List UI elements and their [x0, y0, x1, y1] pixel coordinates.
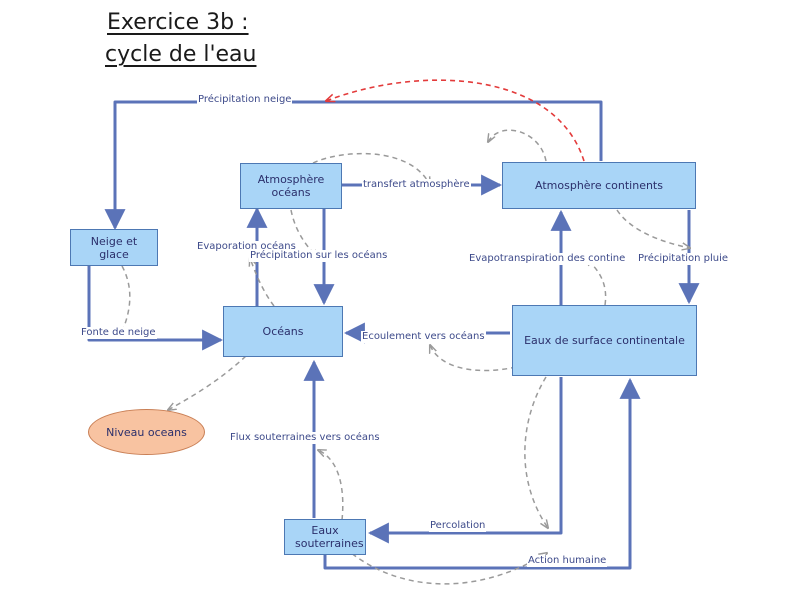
node-label: Neige et glace [90, 234, 138, 261]
edge-action-humaine [323, 377, 641, 570]
label-action-humaine: Action humaine [527, 555, 608, 567]
dashed-influence-4 [488, 129, 547, 162]
dashed-red-arrow [326, 79, 585, 162]
node-eaux-souterraines[interactable]: Eaux souterraines [284, 519, 366, 555]
title-line-1: Exercice 3b : [107, 10, 249, 35]
edge-fonte-neige [87, 266, 224, 351]
edge-percolation [367, 377, 563, 544]
node-label: Eaux de surface continentale [524, 334, 685, 347]
dashed-influence-9 [168, 355, 247, 410]
node-oceans[interactable]: Océans [223, 306, 343, 357]
node-atmosphere-oceans[interactable]: Atmosphère océans [240, 163, 342, 209]
node-eaux-surface[interactable]: Eaux de surface continentale [512, 305, 697, 376]
node-label: Océans [262, 325, 304, 338]
dashed-influence-6 [585, 258, 607, 306]
dashed-influence-7 [430, 345, 517, 372]
label-precipitation-oceans: Précipitation sur les océans [249, 250, 389, 262]
label-transfert-atmosphere: transfert atmosphère [362, 179, 471, 191]
dashed-influence-12 [344, 547, 547, 585]
node-neige-glace[interactable]: Neige et glace [70, 229, 158, 266]
dashed-influence-10 [318, 450, 344, 521]
dashed-influence-1 [312, 152, 430, 185]
node-atmosphere-continents[interactable]: Atmosphère continents [502, 162, 696, 209]
label-ecoulement-oceans: Ecoulement vers océans [361, 331, 486, 343]
dashed-influence-5 [616, 209, 690, 248]
label-evapotranspiration: Evapotranspiration des contine [468, 253, 627, 265]
node-label: Niveau oceans [106, 425, 187, 439]
dashed-influence-11 [524, 376, 548, 528]
label-percolation: Percolation [429, 520, 487, 532]
node-niveau-oceans[interactable]: Niveau oceans [88, 409, 205, 455]
title-line-2: cycle de l'eau [105, 42, 257, 67]
dashed-influence-3 [250, 258, 275, 307]
node-label: Eaux souterraines [295, 524, 364, 550]
node-label: Atmosphère océans [257, 173, 325, 199]
label-precipitation-pluie: Précipitation pluie [637, 253, 730, 265]
node-label: Atmosphère continents [535, 179, 663, 192]
label-precipitation-neige: Précipitation neige [197, 94, 293, 106]
dashed-influence-2 [290, 209, 318, 258]
label-flux-souterraines: Flux souterraines vers océans [229, 432, 381, 444]
edge-precipitation-neige [104, 100, 603, 231]
dashed-influence-8 [120, 265, 131, 336]
label-fonte-neige: Fonte de neige [80, 327, 157, 339]
